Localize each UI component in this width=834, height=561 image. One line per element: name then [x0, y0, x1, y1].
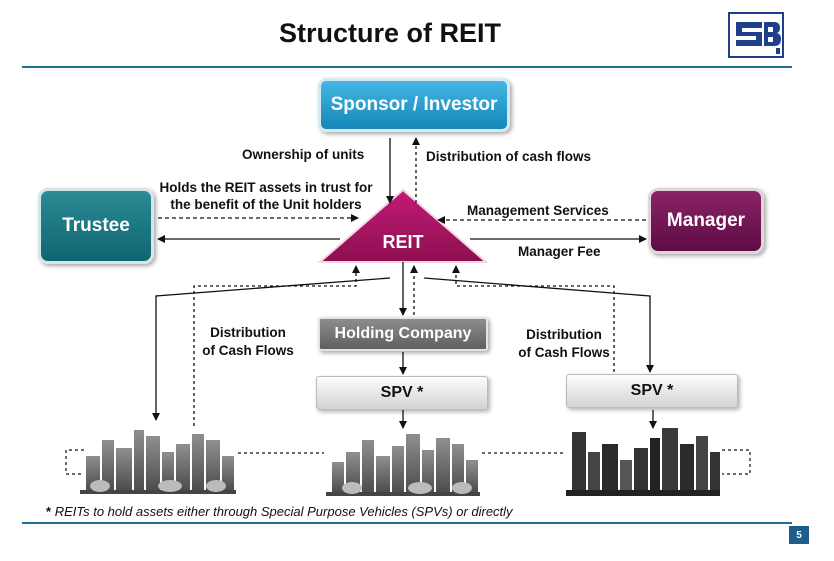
- dist-left-label-2: of Cash Flows: [202, 343, 294, 358]
- header-rule: [22, 66, 792, 68]
- mgmt-services-label: Management Services: [467, 203, 609, 218]
- city-skyline-right-icon: [566, 428, 720, 496]
- spv-left-node: SPV *: [316, 376, 488, 410]
- city-skyline-left-icon: [80, 430, 236, 494]
- sebi-logo: [728, 12, 784, 63]
- footnote: * REITs to hold assets either through Sp…: [46, 504, 513, 519]
- trust-label-line1: Holds the REIT assets in trust for: [159, 180, 373, 195]
- right-solid-branch: [423, 277, 654, 373]
- assets-dashed-bracket: [65, 449, 84, 475]
- ownership-label: Ownership of units: [242, 147, 365, 162]
- footer-rule: [22, 522, 792, 524]
- left-solid-branch: [152, 277, 391, 421]
- page-title: Structure of REIT: [278, 18, 501, 48]
- spv-right-node: SPV *: [566, 374, 738, 408]
- sponsor-investor-node: Sponsor / Investor: [318, 78, 510, 132]
- footnote-star: *: [46, 504, 52, 519]
- trust-label-line2: the benefit of the Unit holders: [170, 197, 362, 212]
- manager-node: Manager: [648, 188, 764, 254]
- left-dashed-branch: [193, 265, 360, 426]
- dist-right-label-2: of Cash Flows: [518, 345, 610, 360]
- dist-left-label-1: Distribution: [210, 325, 286, 340]
- footnote-text: REITs to hold assets either through Spec…: [54, 504, 513, 519]
- holding-company-node: Holding Company: [318, 317, 488, 351]
- right-dashed-branch: [452, 265, 615, 372]
- dist-right-label-1: Distribution: [526, 327, 602, 342]
- distribution-top-label: Distribution of cash flows: [426, 149, 592, 164]
- city-skyline-middle-icon: [326, 434, 480, 496]
- trustee-node: Trustee: [38, 188, 154, 264]
- manager-fee-label: Manager Fee: [518, 244, 601, 259]
- page-number: 5: [789, 526, 809, 544]
- reit-label: REIT: [382, 232, 424, 252]
